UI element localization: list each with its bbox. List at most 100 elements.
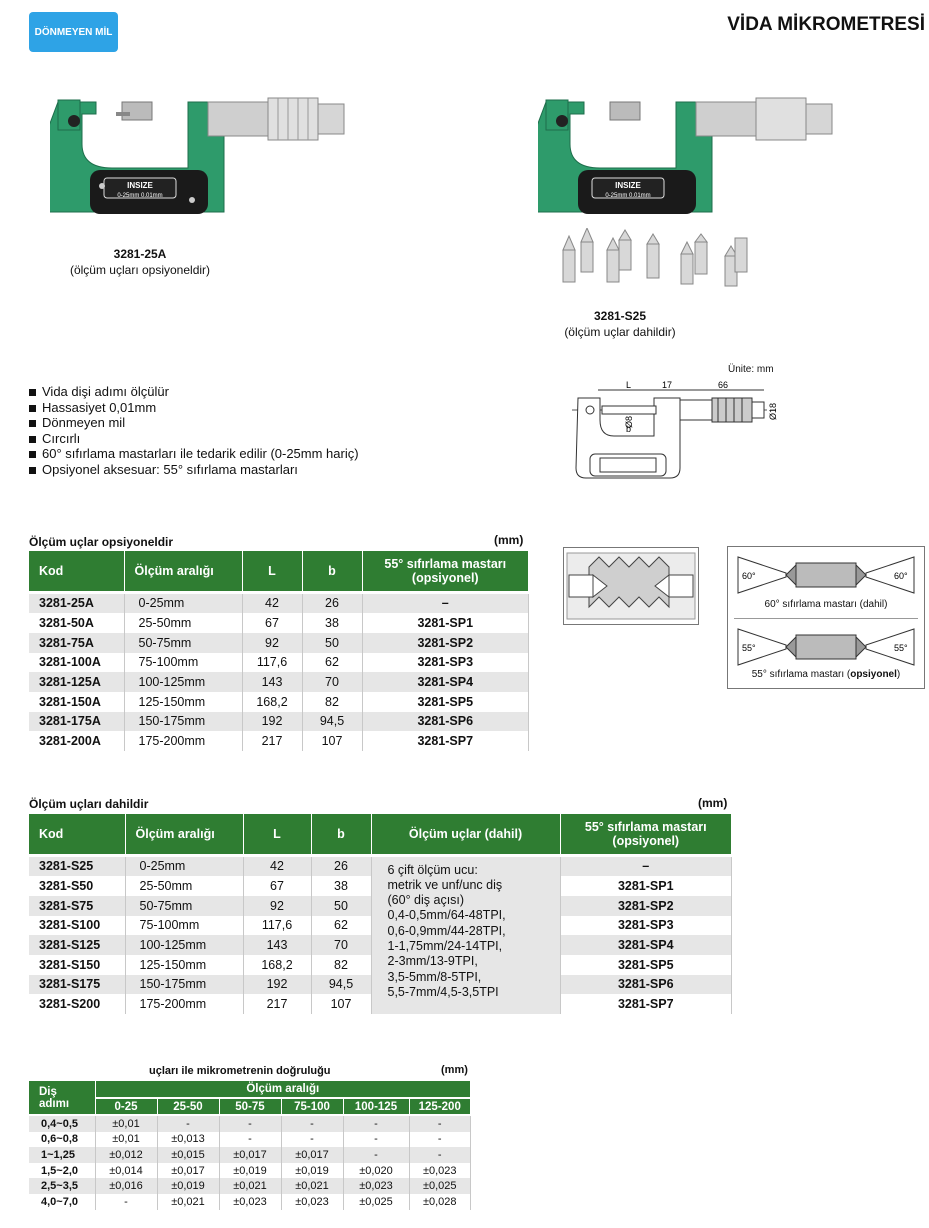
table-cell: 62 (311, 915, 372, 936)
dim-b: b (626, 424, 631, 434)
table-cell: - (409, 1115, 471, 1132)
range-text: 0-25mm 0.01mm (605, 193, 650, 199)
table-cell: 107 (302, 731, 363, 751)
feature-item: Opsiyonel aksesuar: 55° sıfırlama mastar… (29, 462, 359, 478)
table-cell: 125-150mm (125, 954, 244, 975)
micrometer-image-1: INSIZE 0-25mm 0.01mm (50, 97, 345, 214)
feature-item: Cırcırlı (29, 431, 359, 447)
gauge-55-image: 55° 55° (737, 628, 915, 666)
table-cell: 150-175mm (124, 711, 243, 732)
table-cell: 3281-75A (29, 632, 125, 653)
table-cell: 3281-S125 (29, 935, 126, 955)
table-cell: 3281-SP7 (560, 994, 732, 1014)
table-cell: - (409, 1147, 471, 1163)
col-header: Ölçüm aralığı (124, 551, 243, 594)
table-cell: - (95, 1193, 158, 1210)
table-cell: 26 (302, 592, 363, 614)
table1-title: Ölçüm uçlar opsiyoneldir (29, 535, 174, 549)
table-cell: ±0,025 (409, 1178, 471, 1194)
table-cell: 67 (242, 613, 303, 633)
table-cell: 217 (243, 994, 312, 1014)
table-cell: ±0,019 (219, 1162, 282, 1179)
col-header: L (243, 814, 312, 857)
gauge-angle-right: 60° (894, 571, 908, 581)
table-cell: - (157, 1115, 220, 1132)
feature-list: Vida dişi adımı ölçülür Hassasiyet 0,01m… (29, 384, 359, 477)
row-header: Diş adımı (29, 1081, 96, 1116)
table-cell: 3281-SP2 (362, 632, 529, 653)
table-cell: 38 (311, 876, 372, 896)
table-cell: – (362, 592, 529, 614)
dim-66: 66 (718, 380, 728, 390)
table-cell: ±0,023 (409, 1162, 471, 1179)
table-cell: - (219, 1131, 282, 1148)
table-cell: 3281-SP7 (362, 731, 529, 751)
category-badge: DÖNMEYEN MİL (29, 12, 118, 52)
table-cell: 117,6 (242, 652, 303, 673)
table-cell: ±0,025 (343, 1193, 410, 1210)
table-cell: 3281-S25 (29, 855, 126, 877)
table-cell: 168,2 (242, 691, 303, 712)
table-cell: 3281-SP1 (560, 876, 732, 896)
unit-label: Ünite: mm (728, 364, 774, 375)
tip-line: 1-1,75mm/24-14TPI, (387, 938, 503, 953)
table-cell: 4,0~7,0 (29, 1193, 96, 1210)
table-cell: 50 (302, 632, 363, 653)
table-row: 1,5~2,0±0,014±0,017±0,019±0,019±0,020±0,… (29, 1162, 471, 1179)
measuring-tips-image (562, 228, 748, 287)
table-cell: 3281-SP1 (362, 613, 529, 633)
table-cell: 3281-175A (29, 711, 125, 732)
table1-unit: (mm) (494, 533, 524, 547)
table-cell: 125-150mm (124, 691, 243, 712)
table-cell: 3281-S150 (29, 954, 126, 975)
table-row: 0,6~0,8±0,01±0,013---- (29, 1131, 471, 1148)
table-cell: 1~1,25 (29, 1147, 96, 1163)
feature-item: Dönmeyen mil (29, 415, 359, 431)
table-cell: 100-125mm (125, 935, 244, 955)
table-cell: 26 (311, 855, 372, 877)
tip-line: 3,5-5mm/8-5TPI, (387, 969, 482, 984)
table-cell: 92 (243, 895, 312, 916)
table-cell: ±0,020 (343, 1162, 410, 1179)
table-cell: ±0,021 (157, 1193, 220, 1210)
table-cell: 25-50mm (125, 876, 244, 896)
table-cell: - (409, 1131, 471, 1148)
table-row: 0,4~0,5±0,01----- (29, 1115, 471, 1132)
gauge-55-label-post: ) (896, 669, 901, 680)
gauge-angle-left: 60° (742, 571, 756, 581)
col-header: 100-125 (343, 1098, 410, 1116)
table-cell: 3281-25A (29, 592, 125, 614)
table-cell: 100-125mm (124, 672, 243, 692)
table3-title: uçları ile mikrometrenin doğruluğu (149, 1065, 331, 1077)
dim-17: 17 (662, 380, 672, 390)
table-cell: 82 (311, 954, 372, 975)
tip-line: 6 çift ölçüm ucu: (387, 862, 478, 877)
table-cell: 42 (242, 592, 303, 614)
table-cell: ±0,019 (281, 1162, 344, 1179)
dim-l: L (626, 380, 631, 390)
table-cell: 3281-SP6 (362, 711, 529, 732)
dim-d18: Ø18 (768, 403, 778, 420)
table-cell: 94,5 (311, 974, 372, 995)
table-cell: ±0,019 (157, 1178, 220, 1194)
table-included-tips: Kod Ölçüm aralığı L b Ölçüm uçlar (dahil… (29, 814, 732, 1014)
table-cell: 3281-SP5 (362, 691, 529, 712)
product-caption-2: 3281-S25 (ölçüm uçlar dahildir) (520, 308, 720, 340)
table-cell: - (281, 1115, 344, 1132)
table-cell: ±0,023 (219, 1193, 282, 1210)
col-header: Kod (29, 814, 126, 857)
tip-line: 0,6-0,9mm/44-28TPI, (387, 923, 506, 938)
feature-item: 60° sıfırlama mastarları ile tedarik edi… (29, 446, 359, 462)
brand-text: INSIZE (615, 181, 641, 190)
table-cell: ±0,01 (95, 1131, 158, 1148)
table-cell: 38 (302, 613, 363, 633)
table-cell: 3281-125A (29, 672, 125, 692)
thread-diagram (563, 547, 699, 625)
table-optional-tips: Kod Ölçüm aralığı L b 55° sıfırlama mast… (29, 551, 529, 751)
table-cell: ±0,017 (281, 1147, 344, 1163)
